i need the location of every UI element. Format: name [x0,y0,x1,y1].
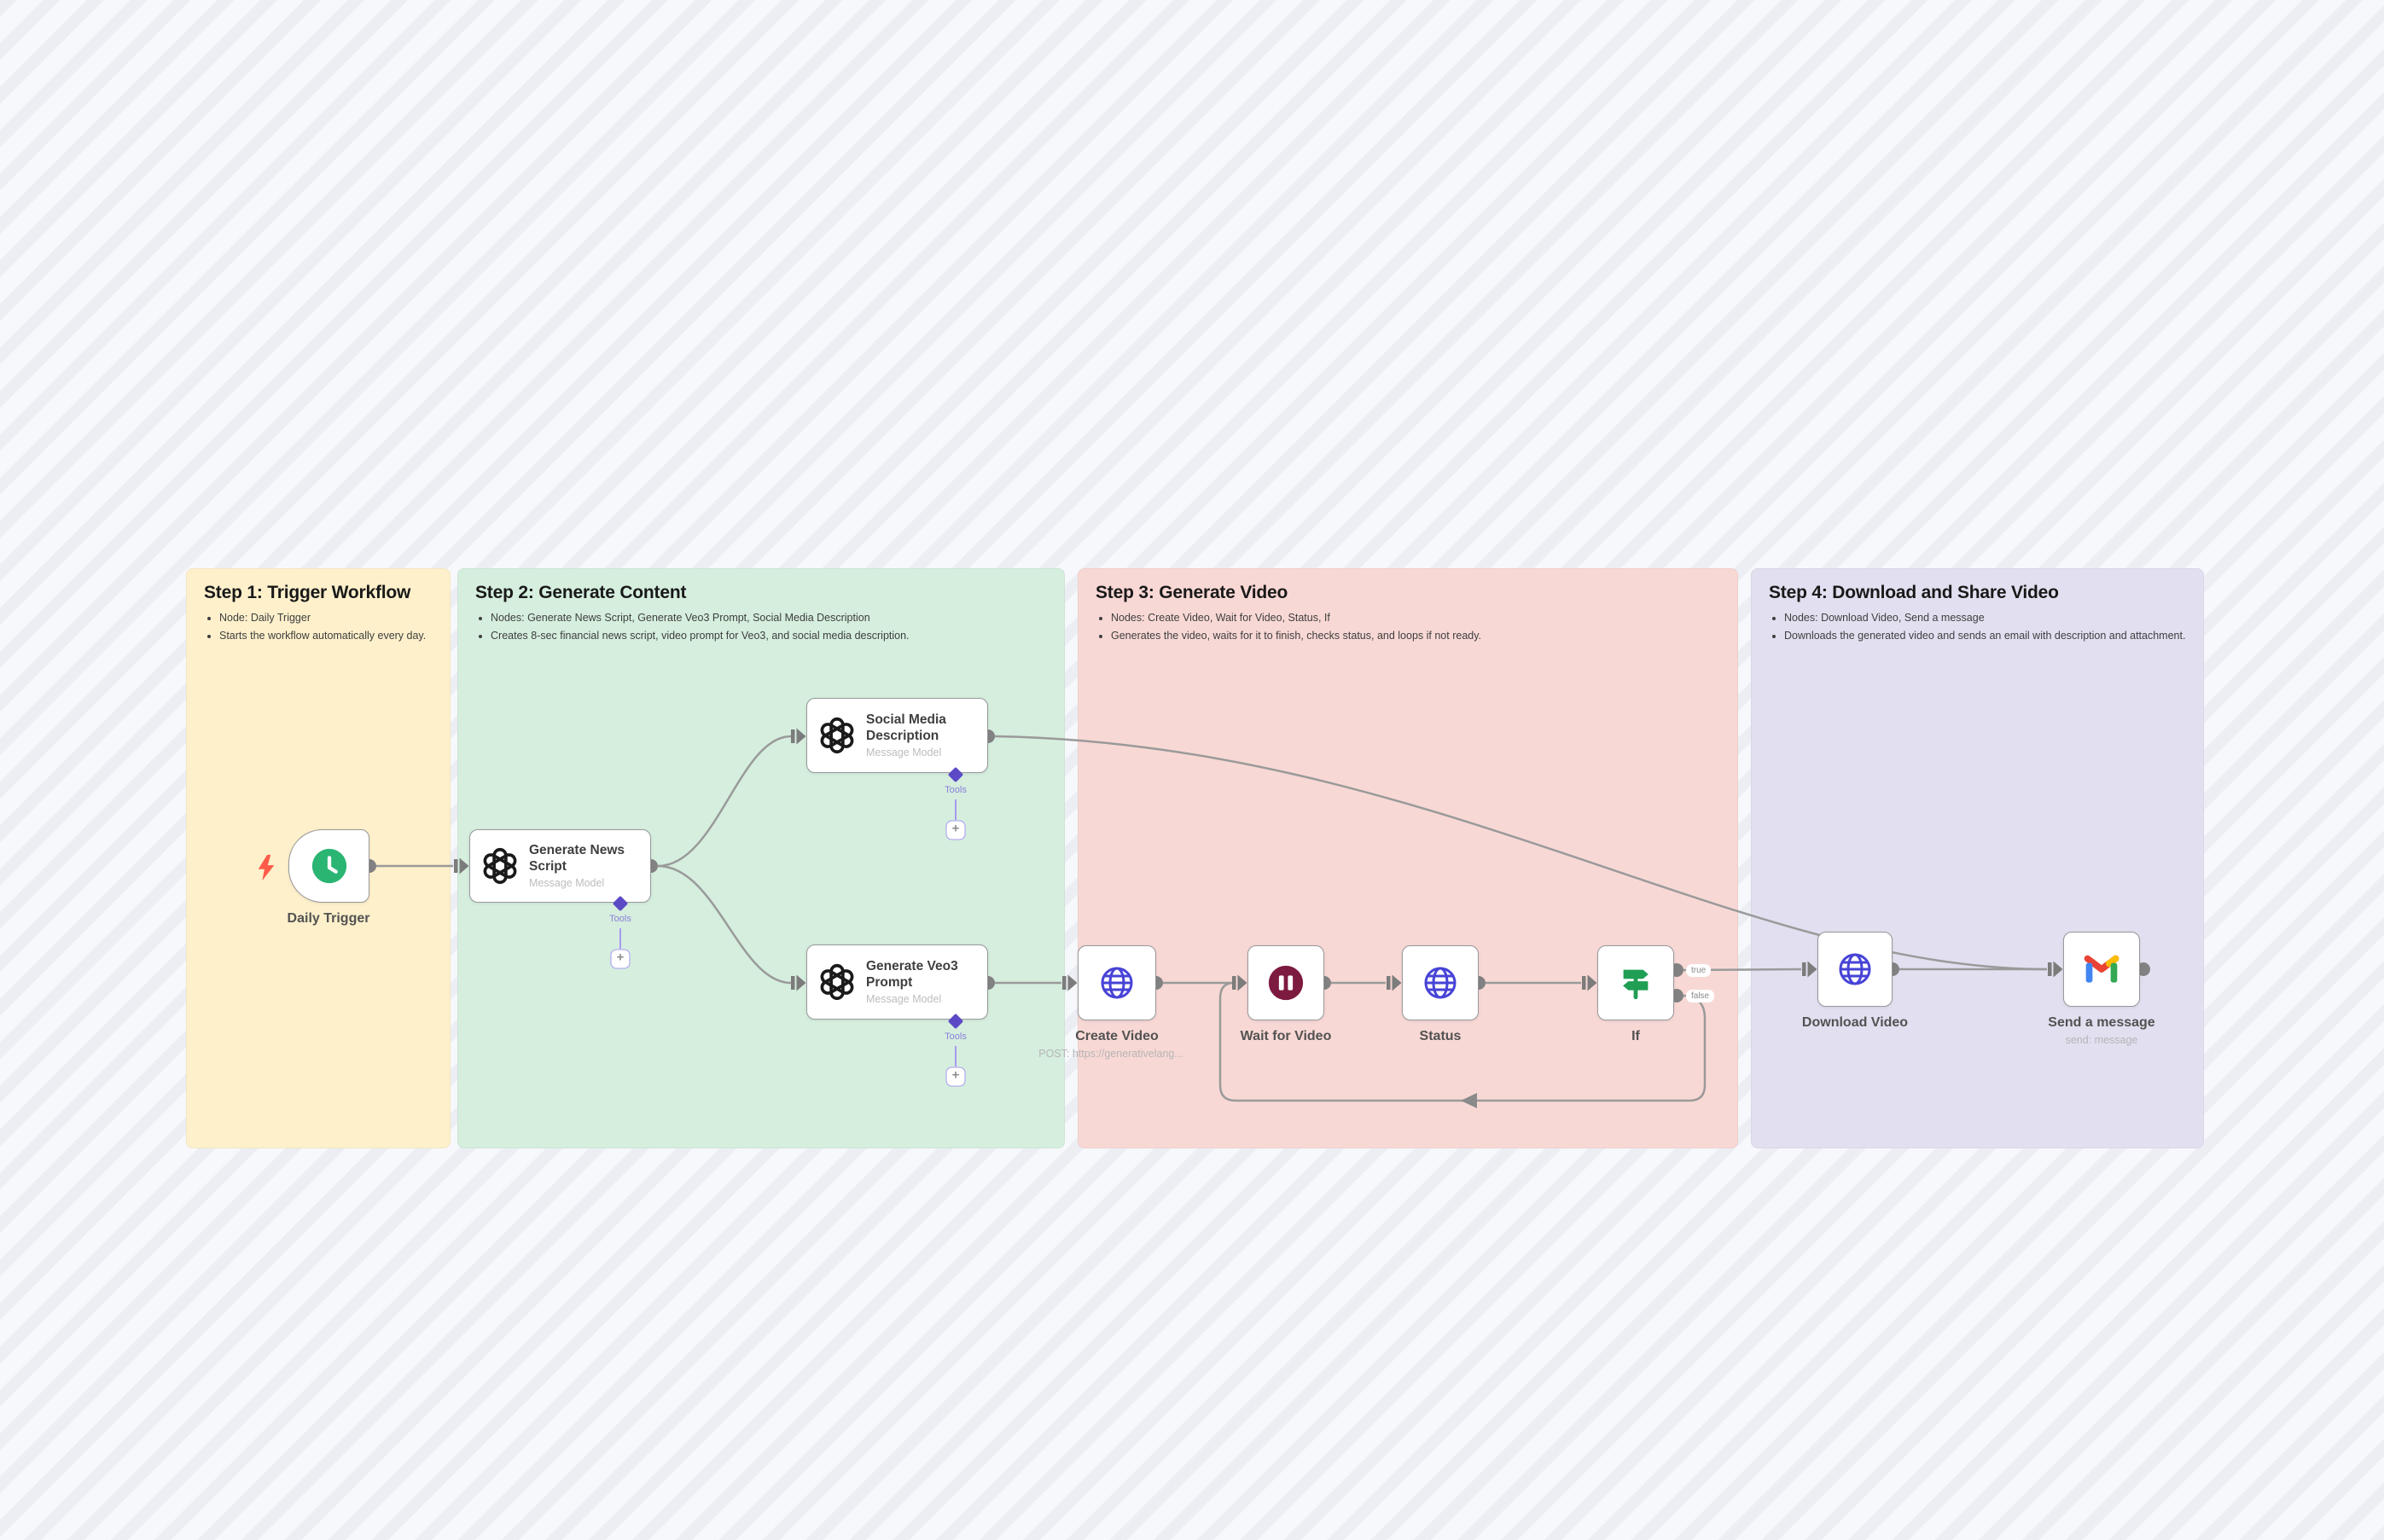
sticky-bullets: Node: Daily Trigger Starts the workflow … [204,610,433,643]
node-create-video[interactable] [1078,945,1156,1020]
tools-connector-label: Tools [945,785,967,795]
node-label-download-video: Download Video [1801,1015,1909,1030]
add-tool-button[interactable]: + [610,949,631,969]
sticky-bullets: Nodes: Create Video, Wait for Video, Sta… [1096,610,1720,643]
node-social-media-description[interactable]: Social Media Description Message Model [806,698,988,773]
sticky-bullet: Starts the workflow automatically every … [219,628,433,643]
node-label-daily-trigger: Daily Trigger [287,911,370,926]
add-tool-button[interactable]: + [945,820,966,840]
node-download-video[interactable] [1817,932,1893,1007]
sticky-title: Step 4: Download and Share Video [1769,583,2059,602]
sticky-title: Step 1: Trigger Workflow [204,583,411,602]
sticky-bullets: Nodes: Download Video, Send a message Do… [1769,610,2186,643]
sticky-bullet: Nodes: Create Video, Wait for Video, Sta… [1111,610,1720,625]
sticky-bullet: Downloads the generated video and sends … [1784,628,2186,643]
node-generate-veo3-prompt[interactable]: Generate Veo3 Prompt Message Model [806,944,988,1020]
http-globe-icon [1424,967,1457,999]
node-label-if: If [1631,1029,1640,1043]
openai-icon [820,963,854,1001]
http-globe-icon [1101,967,1133,999]
node-daily-trigger[interactable] [288,829,369,903]
add-tool-button[interactable]: + [945,1066,966,1087]
http-globe-icon [1839,953,1871,985]
sticky-step-3[interactable]: Step 3: Generate Video Nodes: Create Vid… [1078,568,1738,1148]
openai-icon [483,847,517,885]
node-if[interactable] [1597,945,1674,1020]
tools-connector-line [619,928,621,949]
sticky-bullet: Generates the video, waits for it to fin… [1111,628,1720,643]
sticky-bullet: Node: Daily Trigger [219,610,433,625]
edge-news-to-veo3[interactable] [657,864,792,985]
sticky-bullets: Nodes: Generate News Script, Generate Ve… [475,610,1047,643]
node-sublabel-send-a-message: send: message [2065,1034,2138,1046]
node-label-create-video: Create Video [1075,1029,1159,1043]
tools-connector-label: Tools [609,914,631,924]
if-output-true-label: true [1686,964,1712,977]
sticky-bullet: Nodes: Download Video, Send a message [1784,610,2186,625]
sticky-title: Step 3: Generate Video [1096,583,1288,602]
pause-wait-icon [1268,965,1304,1001]
output-dot-send[interactable] [2137,962,2150,976]
schedule-trigger-clock-icon [311,848,346,884]
node-send-a-message[interactable] [2063,932,2140,1007]
node-title: Generate Veo3 Prompt [866,959,958,990]
node-label-wait-for-video: Wait for Video [1240,1029,1332,1043]
tools-connector-label: Tools [945,1032,967,1042]
node-label-status: Status [1419,1029,1462,1043]
sticky-bullet: Creates 8-sec financial news script, vid… [491,628,1047,643]
input-arrows [454,728,2063,991]
node-sublabel-create-video: POST: https://generativelang... [1038,1048,1183,1060]
node-status[interactable] [1402,945,1479,1020]
node-generate-news-script[interactable]: Generate News Script Message Model [469,829,651,903]
node-label-send-a-message: Send a message [2048,1015,2155,1030]
execute-bolt-icon[interactable] [254,853,278,882]
node-subtitle: Message Model [866,992,942,1005]
sticky-step-4[interactable]: Step 4: Download and Share Video Nodes: … [1751,568,2204,1148]
edge-social-to-send[interactable] [994,735,2048,971]
node-subtitle: Message Model [866,746,942,758]
node-subtitle: Message Model [529,876,605,889]
tools-connector-line [955,1046,957,1066]
edge-news-to-social[interactable] [657,735,792,868]
node-title: Social Media Description [866,712,946,743]
loop-arrowhead [1461,1093,1477,1108]
openai-icon [820,717,854,754]
sticky-title: Step 2: Generate Content [475,583,687,602]
gmail-icon [2084,955,2119,983]
tools-connector-line [955,799,957,820]
if-output-false-label: false [1686,990,1715,1002]
if-signpost-icon [1623,969,1648,1000]
sticky-bullet: Nodes: Generate News Script, Generate Ve… [491,610,1047,625]
node-title: Generate News Script [529,843,625,874]
node-wait-for-video[interactable] [1247,945,1324,1020]
